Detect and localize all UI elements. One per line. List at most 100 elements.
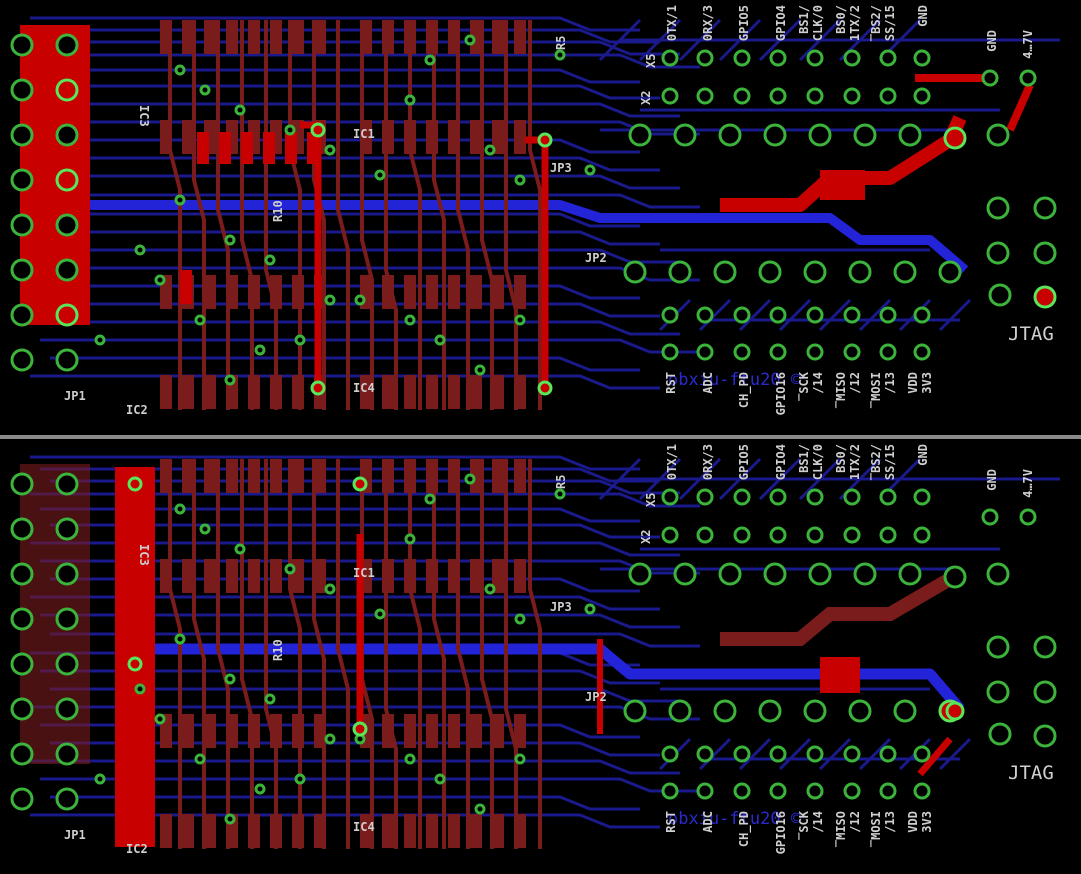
label-x2: X2 <box>639 91 653 105</box>
header-pin-pad <box>806 488 824 506</box>
header-pin-pad <box>986 562 1010 586</box>
bus-trace <box>758 457 802 501</box>
header-pin-pad <box>806 306 824 324</box>
ic4-pads <box>360 375 372 409</box>
header-pin-label: 1TX/2 <box>848 5 862 41</box>
footer-pin-label: GPIO16 <box>774 811 788 854</box>
signal-trace <box>480 20 494 410</box>
label-ic2: IC2 <box>126 842 148 856</box>
header-pin-pad <box>879 343 897 361</box>
ic2-pad <box>180 270 192 304</box>
jp1-pad <box>55 742 79 766</box>
signal-trace <box>360 20 374 410</box>
jtag-pad <box>988 283 1012 307</box>
header-pin-pad <box>696 306 714 324</box>
bus-trace <box>40 284 640 300</box>
via <box>294 773 306 785</box>
ic1-pads-top <box>514 120 526 154</box>
footer-pin-label: ‾MISO <box>834 372 848 408</box>
ic1-pads-top <box>470 120 482 154</box>
ic4-pads <box>448 375 460 409</box>
bus-trace <box>50 302 660 318</box>
bus-trace <box>638 18 682 62</box>
signal-trace <box>288 20 302 410</box>
via <box>324 583 336 595</box>
header-pin-pad <box>853 562 877 586</box>
via <box>352 721 368 737</box>
header-pin-pad <box>943 126 967 150</box>
via <box>404 533 416 545</box>
label-watermark: obxiu-ftu20 © <box>668 370 802 390</box>
ic1-pad <box>241 132 253 164</box>
bus-trace <box>738 737 772 771</box>
header-pin-pad <box>769 782 787 800</box>
bus-trace <box>678 18 722 62</box>
bus-trace <box>778 298 812 332</box>
ic1-pad <box>285 132 297 164</box>
ic4-pads <box>470 814 482 848</box>
header-pin-pad <box>843 343 861 361</box>
signal-trace <box>384 459 398 849</box>
header-pin-pad <box>913 526 931 544</box>
label-ic1: IC1 <box>353 127 375 141</box>
ic4-pads <box>426 814 438 848</box>
via <box>352 476 368 492</box>
header-pin-pad <box>733 782 751 800</box>
header-pin-pad <box>628 562 652 586</box>
signal-trace <box>408 459 422 849</box>
header-pin-label: 0RX/3 <box>701 5 715 41</box>
via <box>464 473 476 485</box>
header-pin-pad <box>696 343 714 361</box>
jp1-pad <box>55 348 79 372</box>
jp1-pad <box>55 78 79 102</box>
bus-trace <box>858 737 892 771</box>
header-pin-pad <box>769 343 787 361</box>
ic1-pads-top <box>492 20 504 54</box>
footer-pin-label: ‾MISO <box>834 811 848 847</box>
header-pin-pad <box>879 782 897 800</box>
via <box>354 294 366 306</box>
jp1-pad <box>55 213 79 237</box>
ic2-pads <box>182 375 194 409</box>
signal-trace <box>240 20 254 410</box>
footer-pin-label: VDD <box>906 372 920 394</box>
header-pin-pad <box>769 49 787 67</box>
bus-trace <box>50 356 640 372</box>
header-pin-pad <box>733 343 751 361</box>
via <box>154 274 166 286</box>
power-trace-top <box>917 736 953 777</box>
header-pin-pad <box>848 699 872 723</box>
header-pin-label: 0RX/3 <box>701 444 715 480</box>
header-pin-pad <box>843 745 861 763</box>
ic1-pads-top <box>492 459 504 493</box>
via <box>224 234 236 246</box>
ic3-pads <box>226 559 238 593</box>
ic3-pads <box>204 459 216 493</box>
power-trace-top <box>300 121 322 388</box>
header-pin-pad <box>913 745 931 763</box>
label-jtag: JTAG <box>1008 323 1054 345</box>
header-pin-pad <box>696 782 714 800</box>
via <box>324 144 336 156</box>
ic4-pads <box>514 275 526 309</box>
jp1-pad <box>55 787 79 811</box>
ic4-pads <box>404 714 416 748</box>
header-pin-pad <box>696 526 714 544</box>
bus-trace <box>598 18 642 62</box>
bus-trace <box>678 457 722 501</box>
via <box>945 701 965 721</box>
label-watermark: obxiu-ftu20 © <box>668 809 802 829</box>
header-pin-pad <box>879 488 897 506</box>
bus-trace <box>30 492 700 508</box>
signal-trace <box>504 459 518 849</box>
header-pin-pad <box>913 49 931 67</box>
ic1-pad <box>197 132 209 164</box>
ic4-pads <box>404 375 416 409</box>
bus-trace <box>30 320 680 336</box>
jtag-pad <box>1033 680 1057 704</box>
signal-trace <box>528 20 542 410</box>
label-jp1: JP1 <box>64 389 86 403</box>
ic4-pads <box>470 375 482 409</box>
